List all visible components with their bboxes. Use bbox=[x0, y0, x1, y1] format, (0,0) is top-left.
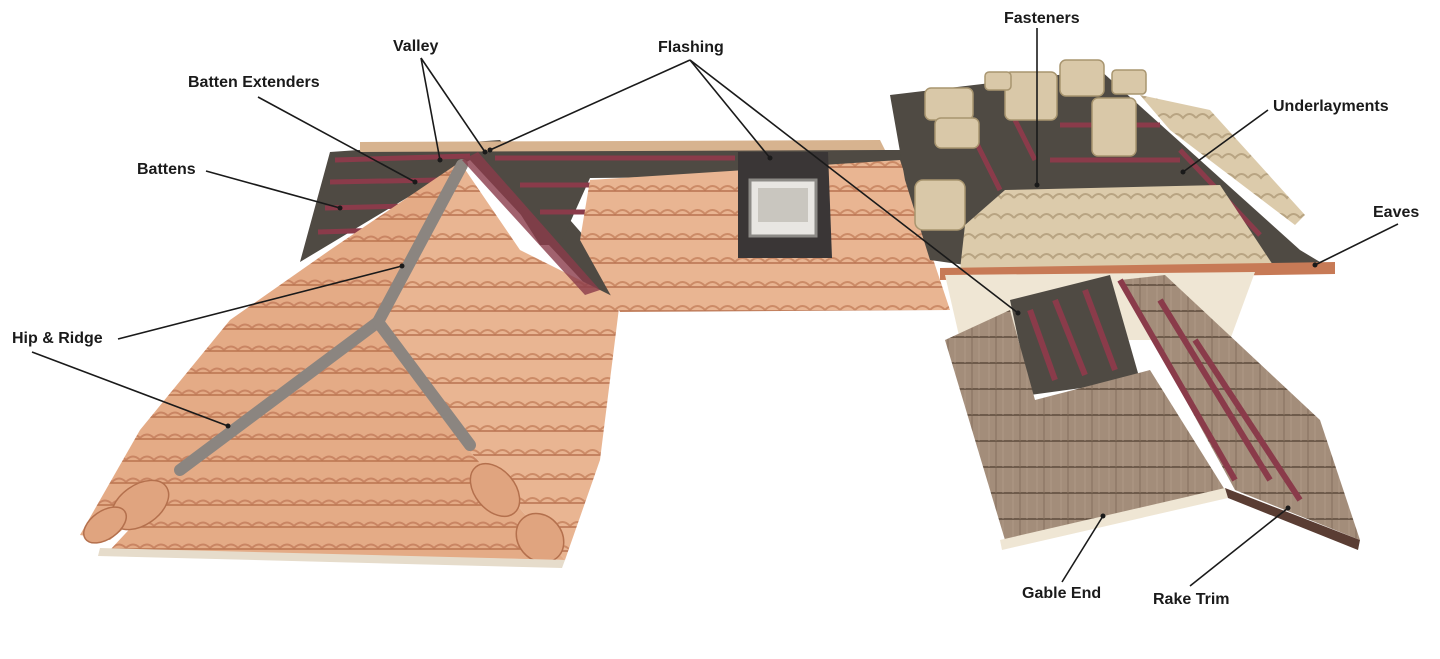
leader-valley-2 bbox=[421, 58, 485, 152]
label-valley: Valley bbox=[393, 38, 438, 56]
label-underlayments: Underlayments bbox=[1273, 98, 1389, 116]
skylight-glass bbox=[758, 188, 808, 222]
label-rake-trim: Rake Trim bbox=[1153, 591, 1229, 609]
label-gable-end: Gable End bbox=[1022, 585, 1101, 603]
label-batten-extenders: Batten Extenders bbox=[188, 74, 320, 92]
label-hip-ridge: Hip & Ridge bbox=[12, 330, 103, 348]
upper-right-sand-tiles bbox=[960, 185, 1275, 270]
leader-flashing-1 bbox=[490, 60, 690, 150]
leader-rake-trim bbox=[1190, 508, 1288, 586]
label-flashing: Flashing bbox=[658, 39, 724, 57]
leader-eaves bbox=[1315, 224, 1398, 265]
label-fasteners: Fasteners bbox=[1004, 10, 1080, 28]
label-battens: Battens bbox=[137, 161, 196, 179]
label-eaves: Eaves bbox=[1373, 204, 1419, 222]
